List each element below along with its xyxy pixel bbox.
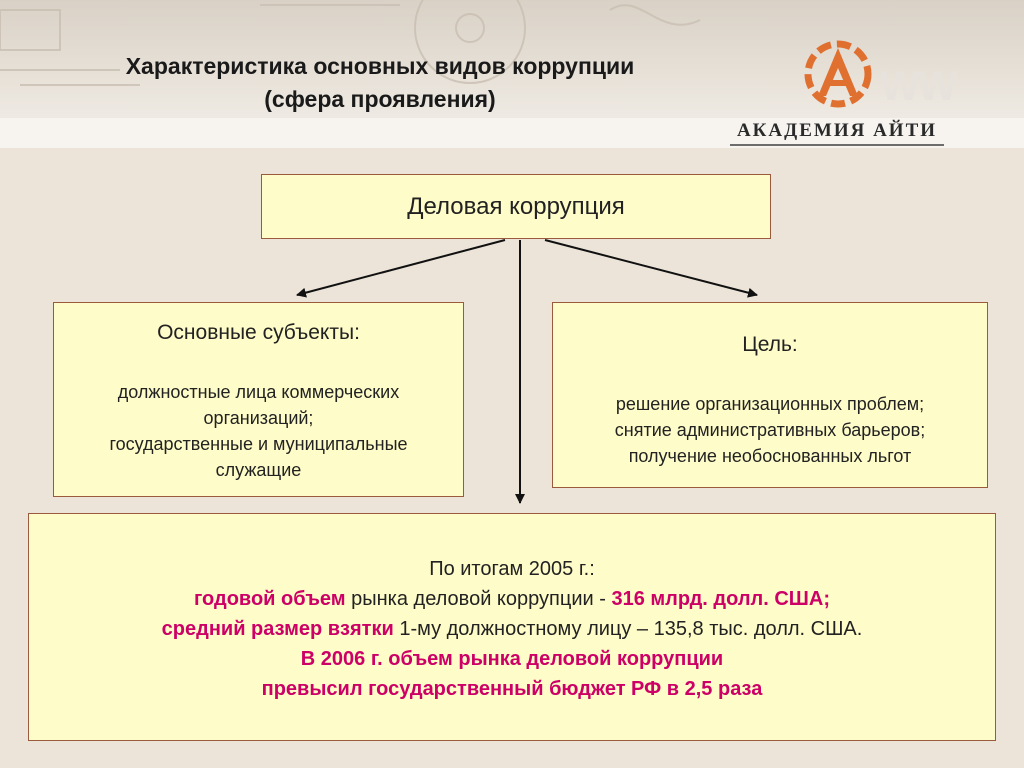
goal-line: получение необоснованных льгот <box>628 446 912 466</box>
disc-shape <box>414 0 526 84</box>
arrow-to-goal <box>544 239 758 298</box>
subjects-line: государственные и муниципальные <box>109 434 408 454</box>
subjects-line: служащие <box>215 460 302 480</box>
goal-line: снятие административных барьеров; <box>614 420 926 440</box>
subjects-body: должностные лица коммерческих организаци… <box>62 379 455 483</box>
subjects-line: организаций; <box>203 408 314 428</box>
header-strip <box>0 118 1024 148</box>
subjects-line: должностные лица коммерческих <box>117 382 400 402</box>
chip-shape <box>0 9 61 51</box>
root-node-label: Деловая коррупция <box>407 193 625 220</box>
disc-hub <box>455 13 485 43</box>
title-line-1: Характеристика основных видов коррупции <box>125 53 635 79</box>
goal-line: решение организационных проблем; <box>615 394 925 414</box>
circuit-background <box>0 0 701 86</box>
goal-heading: Цель: <box>742 333 798 356</box>
logo-watermark: WW <box>880 62 957 109</box>
summary-line-4: превысил государственный бюджет РФ в 2,5… <box>261 678 763 700</box>
goal-node: Цель: решение организационных проблем; с… <box>552 302 988 488</box>
brand-name: АКАДЕМИЯ АЙТИ <box>730 120 944 146</box>
subjects-heading: Основные субъекты: <box>157 321 360 344</box>
arrow-to-subjects <box>296 239 506 298</box>
goal-body: решение организационных проблем; снятие … <box>561 391 979 469</box>
summary-line-3: В 2006 г. объем рынка деловой коррупции <box>300 648 724 670</box>
root-node: Деловая коррупция <box>261 174 771 239</box>
header-banner <box>0 0 1024 148</box>
summary-node: По итогам 2005 г.: годовой объем рынка д… <box>28 513 996 741</box>
title-line-2: (сфера проявления) <box>264 86 496 112</box>
summary-text: 1-му должностному лицу – 135,8 тыс. долл… <box>393 618 863 640</box>
cable-shape <box>609 4 701 26</box>
summary-line-1: годовой объем рынка деловой коррупции - … <box>29 584 995 614</box>
summary-body: По итогам 2005 г.: годовой объем рынка д… <box>29 554 995 704</box>
page-title: Характеристика основных видов коррупции … <box>0 50 760 116</box>
subjects-node: Основные субъекты: должностные лица комм… <box>53 302 464 497</box>
summary-text: рынка деловой коррупции - <box>345 588 612 610</box>
summary-intro: По итогам 2005 г.: <box>429 558 595 580</box>
summary-highlight: 316 млрд. долл. США; <box>611 588 830 610</box>
summary-highlight: годовой объем <box>193 588 346 610</box>
academy-logo-icon <box>804 40 872 108</box>
summary-line-2: средний размер взятки 1-му должностному … <box>29 614 995 644</box>
summary-highlight: средний размер взятки <box>161 618 394 640</box>
